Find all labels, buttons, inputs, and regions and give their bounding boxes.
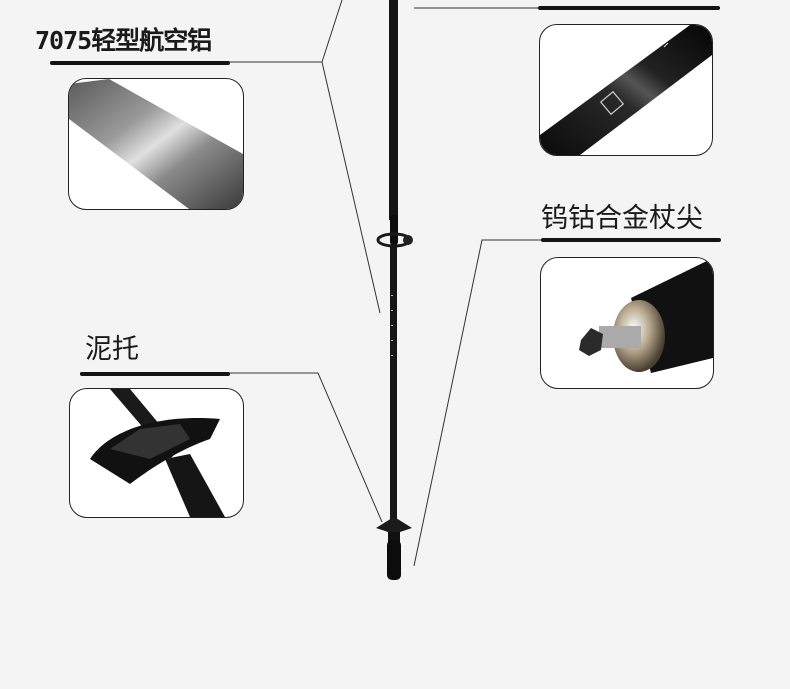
tip-underline (541, 238, 721, 242)
alloy-underline (50, 61, 230, 65)
mud-basket-closeup (69, 388, 244, 518)
carbon-underline (538, 6, 720, 10)
trekking-pole (376, 0, 413, 580)
aluminum-tube-closeup (68, 78, 244, 210)
tungsten-tip-icon (579, 258, 713, 373)
carbon-fiber-tube-icon (540, 25, 712, 155)
basket-underline (80, 372, 230, 376)
basket-label: 泥托 (85, 334, 139, 365)
tip-label: 钨钴合金杖尖 (541, 203, 703, 234)
mud-basket-icon (90, 389, 225, 517)
alloy-label: 7075轻型航空铝 (35, 26, 212, 55)
aluminum-tube-icon (69, 79, 243, 209)
carbon-fiber-tube-closeup (539, 24, 713, 156)
tungsten-carbide-tip-closeup (540, 257, 714, 389)
